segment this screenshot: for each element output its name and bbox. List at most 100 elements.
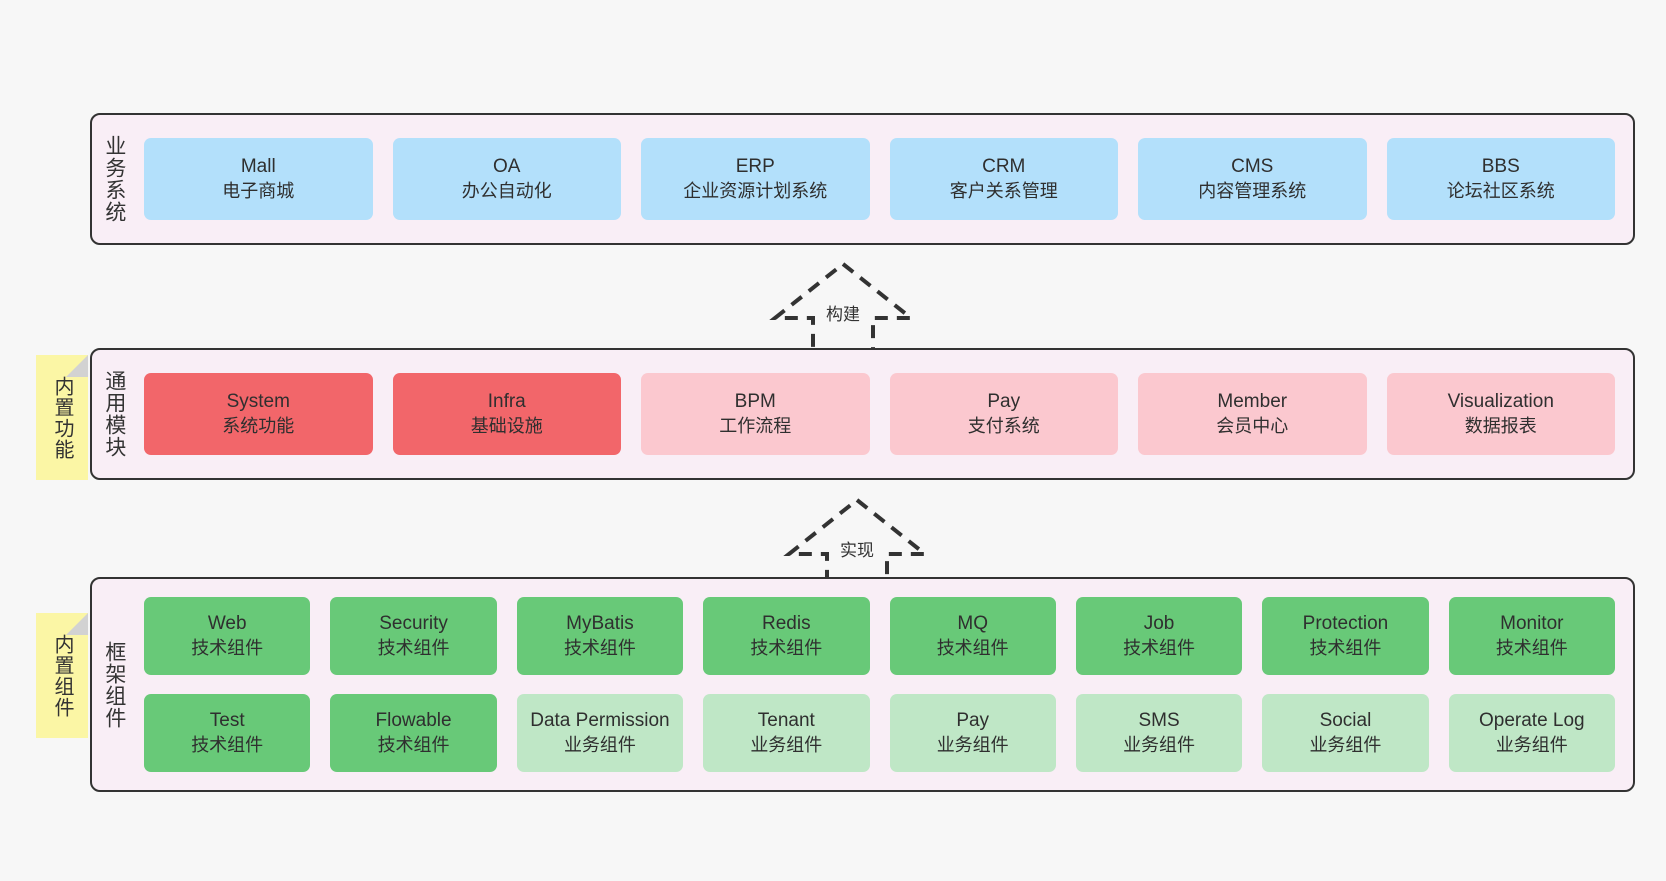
- card-subtitle: 业务组件: [1309, 734, 1382, 755]
- card-name: Redis: [762, 612, 811, 634]
- card-mq[interactable]: MQ 技术组件: [889, 597, 1056, 675]
- card-name: Infra: [487, 390, 526, 412]
- card-row: Mall 电子商城 OA 办公自动化 ERP 企业资源计划系统 CRM 客户关系…: [144, 138, 1615, 220]
- card-name: Security: [379, 612, 448, 634]
- card-name: Flowable: [375, 709, 452, 731]
- card-mall[interactable]: Mall 电子商城: [144, 138, 373, 220]
- card-subtitle: 内容管理系统: [1198, 180, 1307, 201]
- card-subtitle: 业务组件: [1495, 734, 1568, 755]
- sticky-note-builtin-components: 内置组件: [36, 613, 88, 738]
- card-redis[interactable]: Redis 技术组件: [703, 597, 870, 675]
- card-subtitle: 技术组件: [563, 637, 636, 658]
- card-name: SMS: [1138, 709, 1180, 731]
- card-row: Test 技术组件 Flowable 技术组件 Data Permission …: [144, 694, 1615, 772]
- card-subtitle: 基础设施: [470, 415, 543, 436]
- card-subtitle: 技术组件: [750, 637, 823, 658]
- card-name: BBS: [1481, 155, 1520, 177]
- card-subtitle: 会员中心: [1216, 415, 1289, 436]
- card-name: Tenant: [757, 709, 815, 731]
- card-protection[interactable]: Protection 技术组件: [1262, 597, 1429, 675]
- card-name: Member: [1217, 390, 1288, 412]
- layer-common-modules: 通用模块 System 系统功能 Infra 基础设施 BPM 工作流程 Pay…: [90, 348, 1635, 480]
- card-mybatis[interactable]: MyBatis 技术组件: [516, 597, 684, 675]
- card-name: Visualization: [1447, 390, 1554, 412]
- card-subtitle: 支付系统: [967, 415, 1040, 436]
- card-row: System 系统功能 Infra 基础设施 BPM 工作流程 Pay 支付系统…: [144, 373, 1615, 455]
- layer-title-common-modules: 通用模块: [102, 370, 126, 458]
- card-subtitle: 技术组件: [377, 734, 450, 755]
- card-subtitle: 技术组件: [1123, 637, 1196, 658]
- card-sms[interactable]: SMS 业务组件: [1075, 694, 1243, 772]
- card-monitor[interactable]: Monitor 技术组件: [1448, 597, 1615, 675]
- card-name: BPM: [734, 390, 776, 412]
- card-subtitle: 系统功能: [222, 415, 295, 436]
- card-name: Mall: [240, 155, 276, 177]
- card-flowable[interactable]: Flowable 技术组件: [330, 694, 497, 772]
- card-name: CMS: [1231, 155, 1274, 177]
- sticky-note-label: 内置组件: [51, 633, 73, 718]
- card-pay-component[interactable]: Pay 业务组件: [889, 694, 1056, 772]
- card-name: Protection: [1302, 612, 1389, 634]
- card-name: Pay: [987, 390, 1021, 412]
- card-bbs[interactable]: BBS 论坛社区系统: [1386, 138, 1615, 220]
- card-subtitle: 技术组件: [1495, 637, 1568, 658]
- card-name: CRM: [982, 155, 1026, 177]
- card-subtitle: 论坛社区系统: [1446, 180, 1555, 201]
- card-crm[interactable]: CRM 客户关系管理: [889, 138, 1118, 220]
- layer-body-business-systems: Mall 电子商城 OA 办公自动化 ERP 企业资源计划系统 CRM 客户关系…: [136, 115, 1633, 243]
- card-subtitle: 业务组件: [1123, 734, 1196, 755]
- card-subtitle: 办公自动化: [461, 180, 552, 201]
- card-data-permission[interactable]: Data Permission 业务组件: [516, 694, 684, 772]
- card-subtitle: 电子商城: [222, 180, 295, 201]
- layer-body-common-modules: System 系统功能 Infra 基础设施 BPM 工作流程 Pay 支付系统…: [136, 350, 1633, 478]
- card-subtitle: 企业资源计划系统: [683, 180, 828, 201]
- card-name: Data Permission: [530, 709, 670, 731]
- layer-title-business-systems: 业务系统: [102, 135, 126, 223]
- card-name: Pay: [956, 709, 990, 731]
- card-infra[interactable]: Infra 基础设施: [392, 373, 621, 455]
- card-name: Test: [209, 709, 245, 731]
- card-subtitle: 工作流程: [719, 415, 792, 436]
- layer-title-framework-components: 框架组件: [102, 640, 126, 729]
- connector-implement-label: 实现: [840, 541, 874, 560]
- connector-build: 构建: [763, 258, 923, 354]
- card-security[interactable]: Security 技术组件: [330, 597, 497, 675]
- card-member[interactable]: Member 会员中心: [1138, 373, 1367, 455]
- card-test[interactable]: Test 技术组件: [144, 694, 311, 772]
- card-web[interactable]: Web 技术组件: [144, 597, 311, 675]
- connector-implement: 实现: [777, 494, 937, 590]
- card-pay[interactable]: Pay 支付系统: [889, 373, 1118, 455]
- card-name: MyBatis: [566, 612, 634, 634]
- card-subtitle: 客户关系管理: [949, 180, 1058, 201]
- card-name: MQ: [957, 612, 988, 634]
- sticky-note-label: 内置功能: [51, 375, 73, 460]
- card-name: OA: [493, 155, 521, 177]
- card-visualization[interactable]: Visualization 数据报表: [1386, 373, 1615, 455]
- card-tenant[interactable]: Tenant 业务组件: [703, 694, 870, 772]
- card-oa[interactable]: OA 办公自动化: [392, 138, 621, 220]
- card-subtitle: 技术组件: [936, 637, 1009, 658]
- card-operate-log[interactable]: Operate Log 业务组件: [1448, 694, 1615, 772]
- card-subtitle: 技术组件: [191, 734, 264, 755]
- layer-business-systems: 业务系统 Mall 电子商城 OA 办公自动化 ERP 企业资源计划系统 CRM…: [90, 113, 1635, 245]
- card-name: Monitor: [1500, 612, 1564, 634]
- card-job[interactable]: Job 技术组件: [1075, 597, 1243, 675]
- card-erp[interactable]: ERP 企业资源计划系统: [641, 138, 870, 220]
- card-row: Web 技术组件 Security 技术组件 MyBatis 技术组件 Redi…: [144, 597, 1615, 675]
- card-cms[interactable]: CMS 内容管理系统: [1138, 138, 1367, 220]
- card-name: System: [226, 390, 290, 412]
- card-name: Operate Log: [1478, 709, 1585, 731]
- card-subtitle: 技术组件: [191, 637, 264, 658]
- sticky-note-builtin-features: 内置功能: [36, 355, 88, 480]
- card-name: Job: [1143, 612, 1175, 634]
- card-bpm[interactable]: BPM 工作流程: [641, 373, 870, 455]
- connector-build-label: 构建: [826, 305, 860, 324]
- card-social[interactable]: Social 业务组件: [1262, 694, 1429, 772]
- card-name: Web: [207, 612, 247, 634]
- card-name: Social: [1319, 709, 1372, 731]
- card-system[interactable]: System 系统功能: [144, 373, 373, 455]
- card-subtitle: 业务组件: [563, 734, 636, 755]
- layer-framework-components: 框架组件 Web 技术组件 Security 技术组件 MyBatis 技术组件…: [90, 577, 1635, 792]
- card-subtitle: 技术组件: [1309, 637, 1382, 658]
